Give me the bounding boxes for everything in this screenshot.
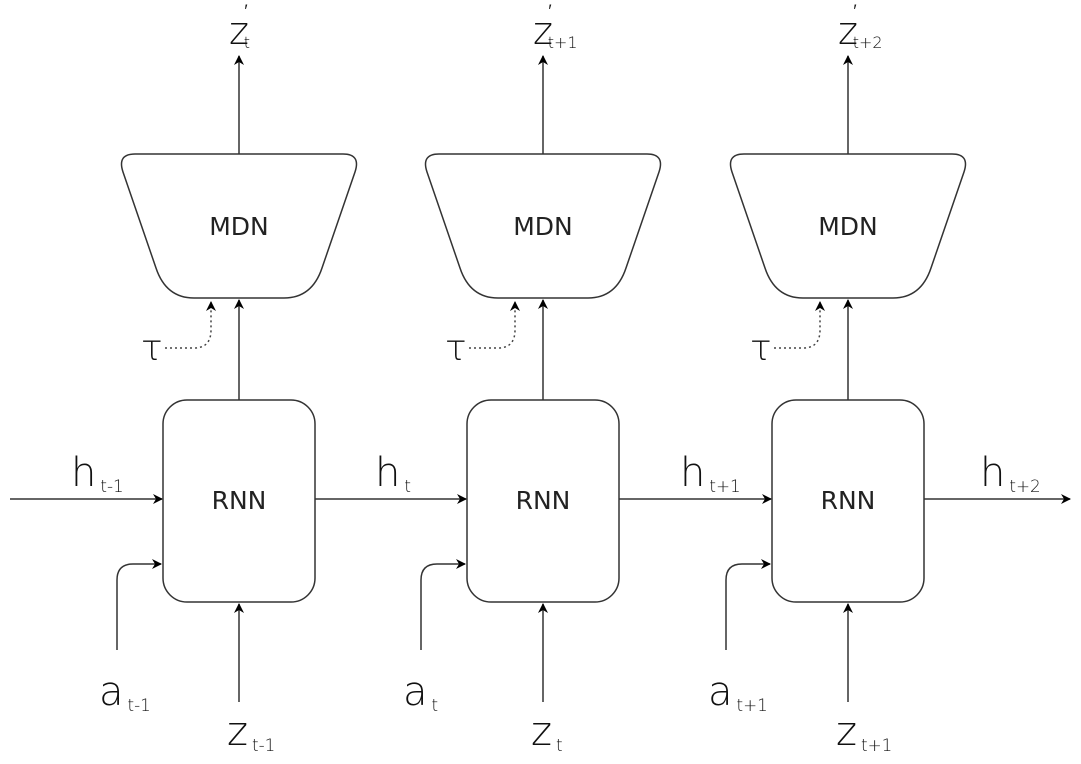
action-input-arrow xyxy=(420,559,466,650)
action-input-arrow xyxy=(725,559,771,650)
mdn-label: MDN xyxy=(209,212,269,241)
rnn-label: RNN xyxy=(212,486,267,515)
rnn-label: RNN xyxy=(821,486,876,515)
temperature-arrow xyxy=(469,301,520,349)
mdn-block xyxy=(120,153,358,299)
temperature-arrow xyxy=(165,301,216,349)
rnn-label: RNN xyxy=(516,486,571,515)
output-label: z′t xyxy=(229,2,250,53)
mdn-block xyxy=(729,153,967,299)
mdn-label: MDN xyxy=(513,212,573,241)
temperature-symbol: τ xyxy=(141,328,163,369)
action-input-arrow xyxy=(116,559,162,650)
temperature-symbol: τ xyxy=(750,328,772,369)
mdn-label: MDN xyxy=(818,212,878,241)
output-label: z′t+2 xyxy=(838,2,883,53)
temperature-arrow xyxy=(774,301,825,349)
mdn-block xyxy=(424,153,662,299)
output-label: z′t+1 xyxy=(533,2,578,53)
temperature-symbol: τ xyxy=(445,328,467,369)
